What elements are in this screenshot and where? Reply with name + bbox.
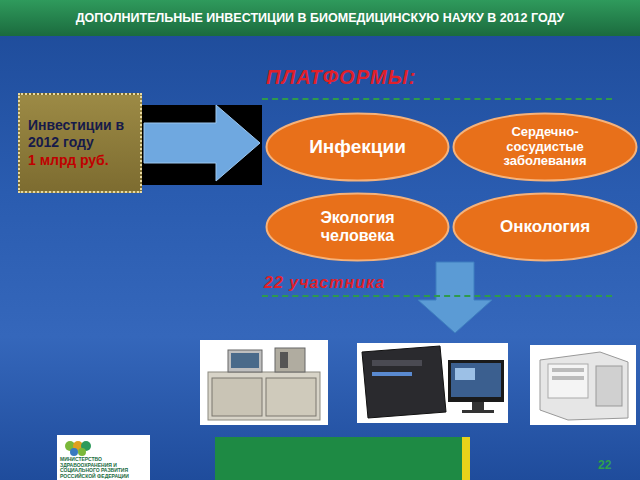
logo-panel (57, 435, 150, 480)
slide-title: ДОПОЛНИТЕЛЬНЫЕ ИНВЕСТИЦИИ В БИОМЕДИЦИНСК… (0, 0, 640, 36)
platform-label: Инфекции (309, 136, 406, 158)
equipment-photo (200, 340, 328, 425)
block-arrow (144, 105, 260, 181)
group-heading: ПЛАТФОРМЫ: (266, 66, 416, 89)
box-text: Инвестиции в 2012 году (28, 117, 132, 152)
platform-ellipse: Онкология (452, 192, 638, 262)
platform-ellipse: Сердечно-сосудистые заболевания (452, 112, 638, 182)
ministry-name: МИНИСТЕРСТВО ЗДРАВООХРАНЕНИЯ И СОЦИАЛЬНО… (60, 457, 130, 479)
down-arrow (418, 262, 492, 333)
footer-stripe (462, 437, 470, 480)
participants-note: 22 участника (264, 274, 385, 292)
equipment-photo (530, 345, 636, 425)
platform-label: Экология человека (290, 209, 425, 246)
title-text: ДОПОЛНИТЕЛЬНЫЕ ИНВЕСТИЦИИ В БИОМЕДИЦИНСК… (76, 11, 565, 25)
platform-ellipse: Экология человека (265, 192, 450, 262)
page-number: 22 (598, 458, 611, 472)
footer-panel (215, 437, 470, 480)
platform-label: Онкология (500, 217, 590, 237)
platform-band: ПЛАТФОРМЫ:22 участникаИнфекцииСердечно-с… (262, 98, 612, 297)
platform-label: Сердечно-сосудистые заболевания (477, 125, 613, 170)
equipment-photo (357, 343, 508, 423)
platform-ellipse: Инфекции (265, 112, 450, 182)
investment-box: Инвестиции в 2012 году1 млрд руб. (18, 93, 142, 193)
arrow-backdrop (142, 105, 262, 185)
ministry-logo (65, 441, 91, 456)
amount-text: 1 млрд руб. (28, 152, 109, 170)
